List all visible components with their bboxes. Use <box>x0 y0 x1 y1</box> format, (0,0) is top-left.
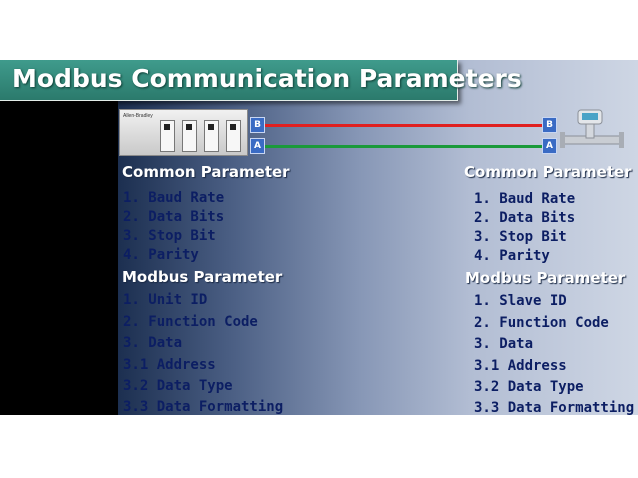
title-banner: Modbus Communication Parameters <box>0 60 458 101</box>
left-common-item: 3. Stop Bit <box>123 228 216 244</box>
plc-brand-label: Allen-Bradley <box>123 113 153 119</box>
right-modbus-item: 3. Data <box>474 336 533 352</box>
right-common-item: 2. Data Bits <box>474 210 575 226</box>
left-modbus-item: 3.3 Data Formatting <box>123 399 283 415</box>
plc-terminal-a: A <box>250 138 265 154</box>
meter-terminal-a: A <box>542 138 557 154</box>
left-modbus-header: Modbus Parameter <box>122 268 282 286</box>
right-modbus-item: 3.2 Data Type <box>474 379 584 395</box>
left-modbus-item: 3. Data <box>123 335 182 351</box>
right-common-item: 4. Parity <box>474 248 550 264</box>
left-modbus-item: 3.2 Data Type <box>123 378 233 394</box>
left-common-item: 1. Baud Rate <box>123 190 224 206</box>
left-common-header: Common Parameter <box>122 163 290 181</box>
right-modbus-item: 1. Slave ID <box>474 293 567 309</box>
right-common-header: Common Parameter <box>464 163 632 181</box>
right-common-item: 1. Baud Rate <box>474 191 575 207</box>
plc-device-image: Allen-Bradley <box>119 109 248 156</box>
plc-module <box>204 120 219 152</box>
plc-module <box>226 120 241 152</box>
flow-meter-icon <box>560 108 624 152</box>
plc-terminal-b: B <box>250 117 265 133</box>
left-modbus-item: 3.1 Address <box>123 357 216 373</box>
slide: Modbus Communication Parameters Allen-Br… <box>0 60 638 415</box>
left-common-item: 4. Parity <box>123 247 199 263</box>
left-modbus-item: 2. Function Code <box>123 314 258 330</box>
meter-terminal-b: B <box>542 117 557 133</box>
right-modbus-header: Modbus Parameter <box>465 269 625 287</box>
right-modbus-item: 3.3 Data Formatting <box>474 400 634 415</box>
right-modbus-item: 2. Function Code <box>474 315 609 331</box>
plc-module <box>160 120 175 152</box>
wire-a-green <box>265 145 542 148</box>
plc-module <box>182 120 197 152</box>
right-modbus-item: 3.1 Address <box>474 358 567 374</box>
right-common-item: 3. Stop Bit <box>474 229 567 245</box>
wire-b-red <box>265 124 542 127</box>
left-modbus-item: 1. Unit ID <box>123 292 207 308</box>
left-common-item: 2. Data Bits <box>123 209 224 225</box>
slide-title: Modbus Communication Parameters <box>12 64 522 93</box>
